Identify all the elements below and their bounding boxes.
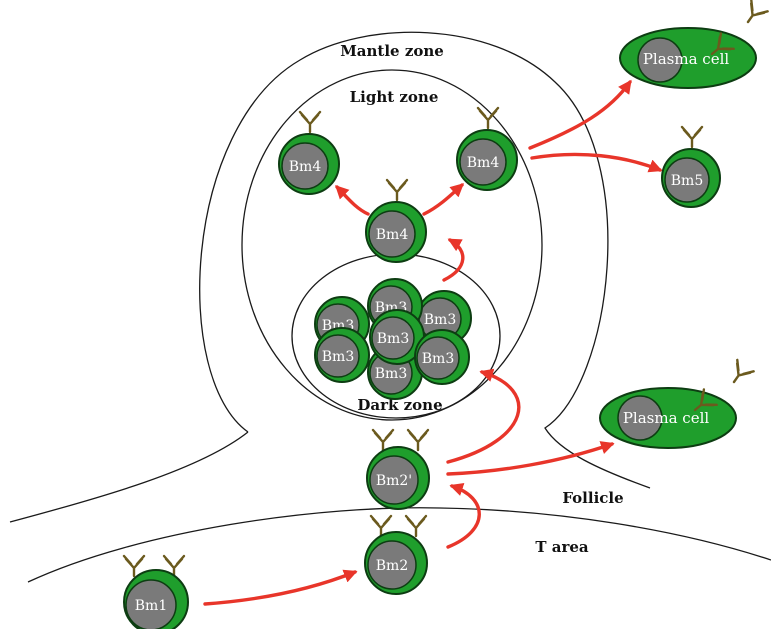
t-area-outline <box>27 507 771 583</box>
t-area-label: T area <box>535 538 589 556</box>
cell-bm3-label: Bm3 <box>377 331 409 347</box>
plasma-cell-label: Plasma cell <box>643 50 730 68</box>
cell-bm3-label: Bm3 <box>375 366 407 382</box>
cell-bm1: Bm1 <box>122 554 189 629</box>
arrow-bm2-to-bm2prime <box>446 482 481 549</box>
cell-bm1-label: Bm1 <box>135 598 167 614</box>
antibody-icon <box>738 0 769 29</box>
antibody-icon <box>406 428 430 452</box>
antibody-icon <box>298 110 322 134</box>
cell-bm4-label: Bm4 <box>376 227 409 243</box>
cell-bm2: Bm2 <box>364 514 428 595</box>
arrow-bm4-to-bm5 <box>530 152 663 173</box>
cell-bm3-left-lower: Bm3 <box>314 327 370 383</box>
follicle-label: Follicle <box>562 489 623 507</box>
plasma-cell-lower: Plasma cell <box>599 358 755 449</box>
mantle-zone-label: Mantle zone <box>340 42 444 60</box>
cell-bm4-right: Bm4 <box>456 106 518 191</box>
cell-bm2-label: Bm2 <box>376 558 408 574</box>
cell-bm4-label: Bm4 <box>467 155 500 171</box>
arrow-bm1-to-bm2 <box>203 569 358 606</box>
cell-bm2-prime-label: Bm2' <box>376 473 412 489</box>
arrow-bm2prime-to-dark-zone <box>446 368 521 464</box>
antibody-icon <box>371 428 395 452</box>
cell-bm4-center: Bm4 <box>365 178 427 263</box>
arrow-bm2prime-to-plasma-lower <box>446 441 615 476</box>
arrow-bm4-to-plasma-upper <box>528 79 632 150</box>
cell-bm4-label: Bm4 <box>289 159 322 175</box>
follicle-left-outline <box>9 431 249 523</box>
arrow-bm4-to-bm4-left <box>335 185 370 216</box>
cell-bm3-label: Bm3 <box>422 351 454 367</box>
cell-bm2-prime: Bm2' <box>366 428 430 510</box>
arrow-bm4-to-bm4-right <box>422 183 465 216</box>
cell-bm3-label: Bm3 <box>322 349 354 365</box>
light-zone-outline <box>241 69 543 421</box>
cell-bm5-label: Bm5 <box>671 173 703 189</box>
antibody-icon <box>385 178 409 202</box>
cell-bm3-right-lower: Bm3 <box>414 329 470 385</box>
light-zone-label: Light zone <box>350 88 439 106</box>
arrow-dark-zone-to-bm4 <box>442 238 465 282</box>
antibody-icon <box>724 358 755 389</box>
antibody-icon <box>680 125 704 149</box>
mantle-zone-outline <box>199 31 651 489</box>
plasma-cell-upper: Plasma cell <box>619 0 769 89</box>
cell-bm4-left: Bm4 <box>278 110 340 195</box>
cell-bm5: Bm5 <box>661 125 721 208</box>
dark-zone-label: Dark zone <box>357 396 442 414</box>
cell-bm3-middle: Bm3 <box>369 309 425 365</box>
cell-bm3-label: Bm3 <box>424 312 456 328</box>
antibody-icon <box>404 514 428 538</box>
plasma-cell-label: Plasma cell <box>623 409 710 427</box>
